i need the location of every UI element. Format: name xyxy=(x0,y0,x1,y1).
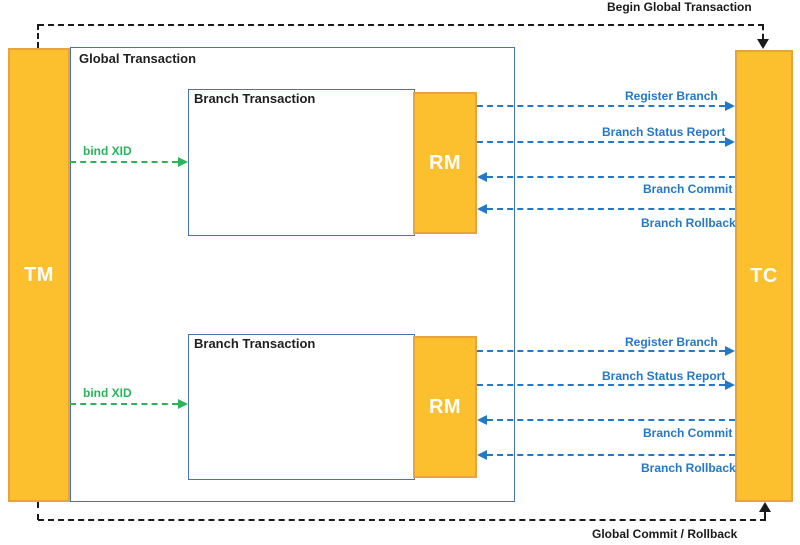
tm-label: TM xyxy=(24,263,54,286)
rm-label-2: RM xyxy=(428,395,462,418)
right-arrowhead-icon xyxy=(178,399,188,409)
commit-flow-line xyxy=(38,519,766,521)
left-arrowhead-icon xyxy=(477,415,487,425)
register-branch-line-1 xyxy=(477,105,725,107)
tc-label: TC xyxy=(750,264,778,287)
begin-flow-tm-stub xyxy=(37,24,39,48)
right-arrowhead-icon xyxy=(725,380,735,390)
begin-flow-tc-stub xyxy=(762,25,764,39)
bind-xid-line-2 xyxy=(70,403,178,405)
branch-commit-label-2: Branch Commit xyxy=(643,426,733,440)
commit-flow-tm-stub xyxy=(37,502,39,520)
branch-status-line-1 xyxy=(477,141,725,143)
branch-commit-line-1 xyxy=(487,176,735,178)
branch-rollback-label-2: Branch Rollback xyxy=(641,461,736,475)
branch-transaction-box-1 xyxy=(188,89,415,236)
right-arrowhead-icon xyxy=(725,346,735,356)
commit-flow-label: Global Commit / Rollback xyxy=(592,527,738,541)
bind-xid-label-1: bind XID xyxy=(83,144,132,158)
right-arrowhead-icon xyxy=(725,137,735,147)
branch-transaction-label-2: Branch Transaction xyxy=(194,336,316,351)
down-arrowhead-icon xyxy=(757,39,769,49)
register-branch-line-2 xyxy=(477,350,725,352)
commit-flow-tc-stub xyxy=(764,510,766,520)
branch-rollback-line-2 xyxy=(487,454,735,456)
branch-commit-line-2 xyxy=(487,419,735,421)
up-arrowhead-icon xyxy=(759,502,771,512)
rm-label-1: RM xyxy=(428,151,462,174)
bind-xid-line-1 xyxy=(70,161,178,163)
branch-commit-label-1: Branch Commit xyxy=(643,182,733,196)
branch-status-label-2: Branch Status Report xyxy=(602,369,726,383)
branch-status-label-1: Branch Status Report xyxy=(602,125,726,139)
tc-node: TC xyxy=(735,50,793,502)
left-arrowhead-icon xyxy=(477,204,487,214)
register-branch-label-2: Register Branch xyxy=(625,335,718,349)
rm-node-2: RM xyxy=(413,336,477,478)
branch-status-line-2 xyxy=(477,384,725,386)
begin-flow-label: Begin Global Transaction xyxy=(607,0,752,14)
left-arrowhead-icon xyxy=(477,172,487,182)
left-arrowhead-icon xyxy=(477,450,487,460)
begin-flow-line xyxy=(38,24,764,26)
tm-node: TM xyxy=(8,48,70,502)
right-arrowhead-icon xyxy=(178,157,188,167)
right-arrowhead-icon xyxy=(725,101,735,111)
branch-transaction-box-2 xyxy=(188,334,415,480)
register-branch-label-1: Register Branch xyxy=(625,89,718,103)
branch-rollback-label-1: Branch Rollback xyxy=(641,216,736,230)
rm-node-1: RM xyxy=(413,92,477,234)
global-transaction-label: Global Transaction xyxy=(79,51,197,66)
branch-transaction-label-1: Branch Transaction xyxy=(194,91,316,106)
bind-xid-label-2: bind XID xyxy=(83,386,132,400)
branch-rollback-line-1 xyxy=(487,208,735,210)
